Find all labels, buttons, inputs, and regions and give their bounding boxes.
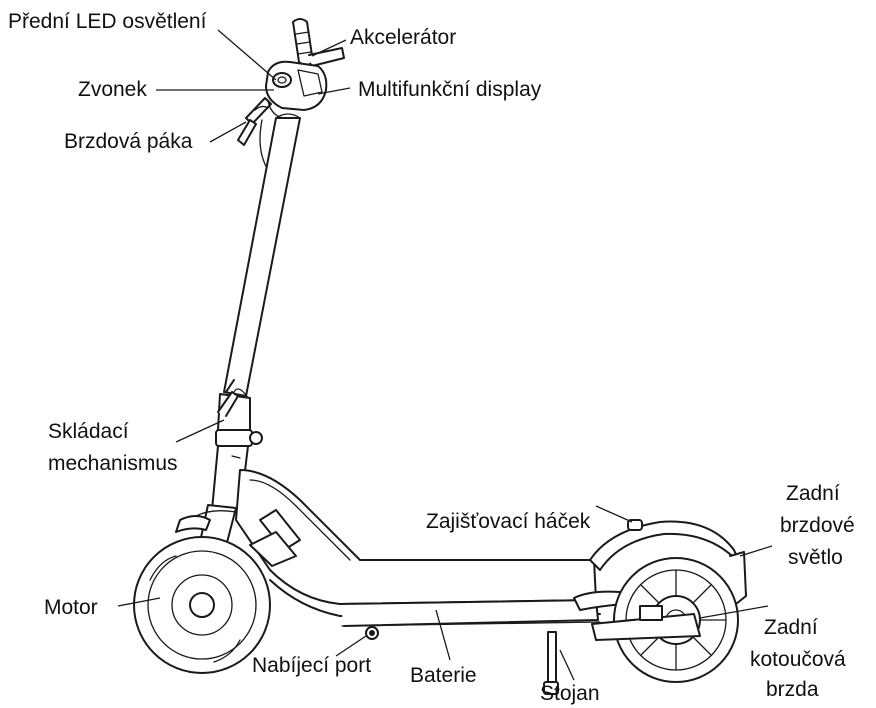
leader-display [317, 87, 351, 95]
label-folding-2: mechanismus [48, 452, 178, 475]
deck-frame [235, 469, 601, 640]
leader-brake-lever [209, 121, 247, 143]
label-stand: Stojan [540, 682, 600, 705]
label-front-led: Přední LED osvětlení [8, 10, 207, 33]
label-brake-lever: Brzdová páka [64, 130, 193, 153]
leader-motor [117, 597, 161, 607]
rear-wheel [591, 557, 739, 683]
label-rear-light-1: Zadní [786, 482, 840, 505]
rear-fender [573, 519, 747, 611]
label-display: Multifunkční display [358, 78, 542, 101]
front-wheel [133, 536, 271, 674]
label-bell: Zvonek [78, 78, 147, 101]
label-rear-light-3: světlo [788, 546, 843, 569]
handlebar [237, 18, 345, 146]
label-rear-light-2: brzdové [780, 514, 855, 537]
leader-charging-port [335, 635, 367, 657]
leader-battery [435, 609, 451, 661]
label-rear-brake-1: Zadní [764, 616, 818, 639]
leader-front-led [217, 29, 277, 81]
label-motor: Motor [44, 596, 98, 619]
leader-stand [559, 649, 575, 681]
label-folding-1: Skládací [48, 420, 129, 443]
label-rear-brake-3: brzda [766, 678, 819, 701]
leader-accelerator [311, 39, 347, 57]
leader-rear-brake [699, 605, 769, 619]
kickstand [543, 631, 559, 695]
label-hook: Zajišťovací háček [426, 510, 591, 533]
stem [223, 113, 301, 399]
leader-rear-light [739, 545, 773, 557]
label-rear-brake-2: kotoučová [750, 648, 846, 671]
leader-hook [595, 505, 633, 523]
head-unit [259, 60, 328, 171]
label-charging-port: Nabíjecí port [252, 654, 372, 677]
leader-folding [175, 419, 225, 443]
label-battery: Baterie [410, 664, 477, 687]
label-accelerator: Akcelerátor [350, 26, 457, 49]
